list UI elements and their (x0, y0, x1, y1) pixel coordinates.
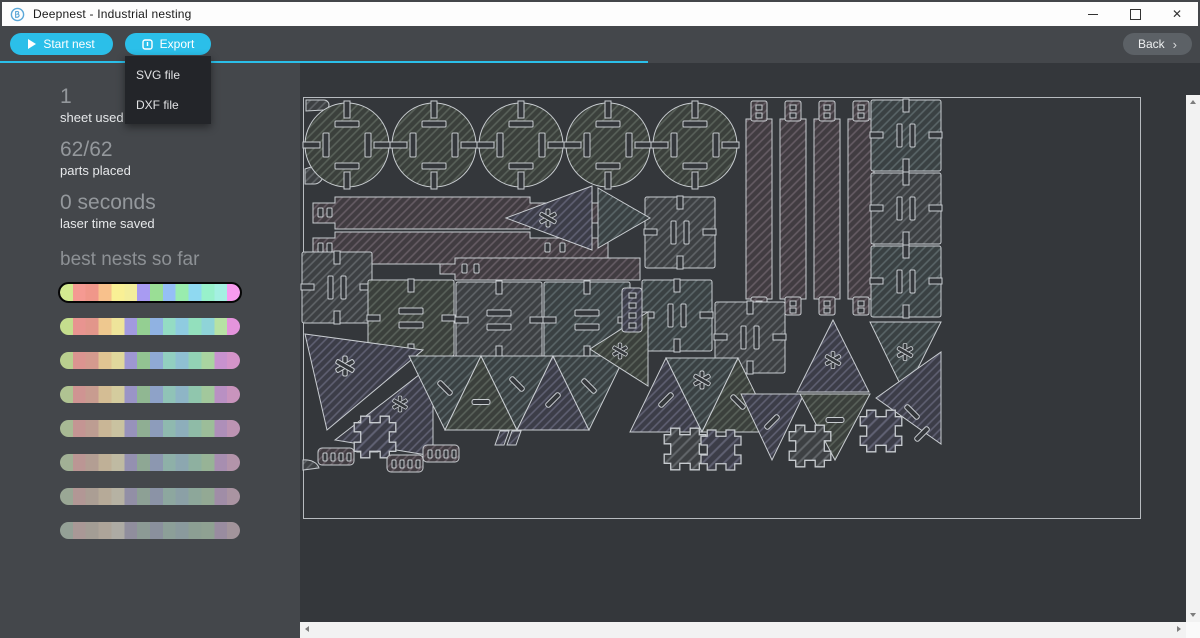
nest-result-bar-4[interactable] (60, 386, 240, 403)
back-button[interactable]: Back › (1122, 33, 1192, 55)
circle-parts-group (302, 100, 740, 190)
nest-result-bar-3[interactable] (60, 352, 240, 369)
vertical-scrollbar[interactable] (1186, 95, 1200, 622)
back-label: Back (1137, 37, 1165, 51)
maximize-icon (1129, 8, 1141, 20)
titlebar: Deepnest - Industrial nesting ✕ (2, 2, 1198, 26)
close-icon: ✕ (1171, 7, 1183, 21)
nest-result-bar-5[interactable] (60, 420, 240, 437)
nest-result-bar-6[interactable] (60, 454, 240, 471)
nest-results-list (58, 282, 300, 539)
stat-parts: 62/62 parts placed (60, 137, 300, 180)
stat-laser-time-label: laser time saved (60, 216, 155, 231)
start-nest-button[interactable]: Start nest (10, 33, 113, 55)
scroll-up-icon[interactable] (1190, 100, 1196, 104)
scrollbar-corner (1186, 622, 1200, 638)
start-nest-label: Start nest (43, 37, 95, 51)
chevron-right-icon: › (1172, 36, 1177, 52)
stat-parts-label: parts placed (60, 163, 131, 178)
nest-result-bar-7[interactable] (60, 488, 240, 505)
stat-laser-time: 0 seconds laser time saved (60, 190, 300, 233)
best-nests-heading: best nests so far (60, 249, 200, 270)
nest-result-bar-1[interactable] (58, 282, 242, 303)
export-menu-item-dxf[interactable]: DXF file (136, 98, 179, 112)
window-title: Deepnest - Industrial nesting (33, 7, 192, 21)
strip-parts-group (745, 100, 875, 316)
export-icon (141, 38, 153, 50)
scroll-down-icon[interactable] (1190, 613, 1196, 617)
export-button[interactable]: Export (125, 33, 211, 55)
maximize-button[interactable] (1114, 2, 1156, 26)
nest-preview-area (300, 63, 1200, 638)
scroll-left-icon[interactable] (305, 626, 309, 632)
stat-laser-time-value: 0 seconds (60, 191, 156, 214)
minimize-icon (1088, 13, 1098, 15)
bar-parts-group (312, 196, 641, 281)
deepnest-logo-icon (10, 7, 25, 21)
scroll-right-icon[interactable] (1177, 626, 1181, 632)
nest-result-bar-2[interactable] (60, 318, 240, 335)
toolbar-accent-line (0, 61, 648, 63)
stat-sheets-label: sheet used (60, 110, 124, 125)
sidebar: 1 sheet used 62/62 parts placed 0 second… (0, 63, 300, 638)
minimize-button[interactable] (1072, 2, 1114, 26)
export-menu-item-svg[interactable]: SVG file (136, 68, 181, 82)
export-label: Export (159, 37, 195, 51)
horizontal-scrollbar[interactable] (300, 622, 1186, 638)
play-icon (28, 39, 37, 49)
close-button[interactable]: ✕ (1156, 2, 1198, 26)
stat-sheets-value: 1 (60, 85, 72, 108)
stat-parts-value: 62/62 (60, 138, 113, 161)
nest-result-bar-8[interactable] (60, 522, 240, 539)
nest-preview (300, 97, 1141, 519)
stat-sheets: 1 sheet used (60, 84, 300, 127)
